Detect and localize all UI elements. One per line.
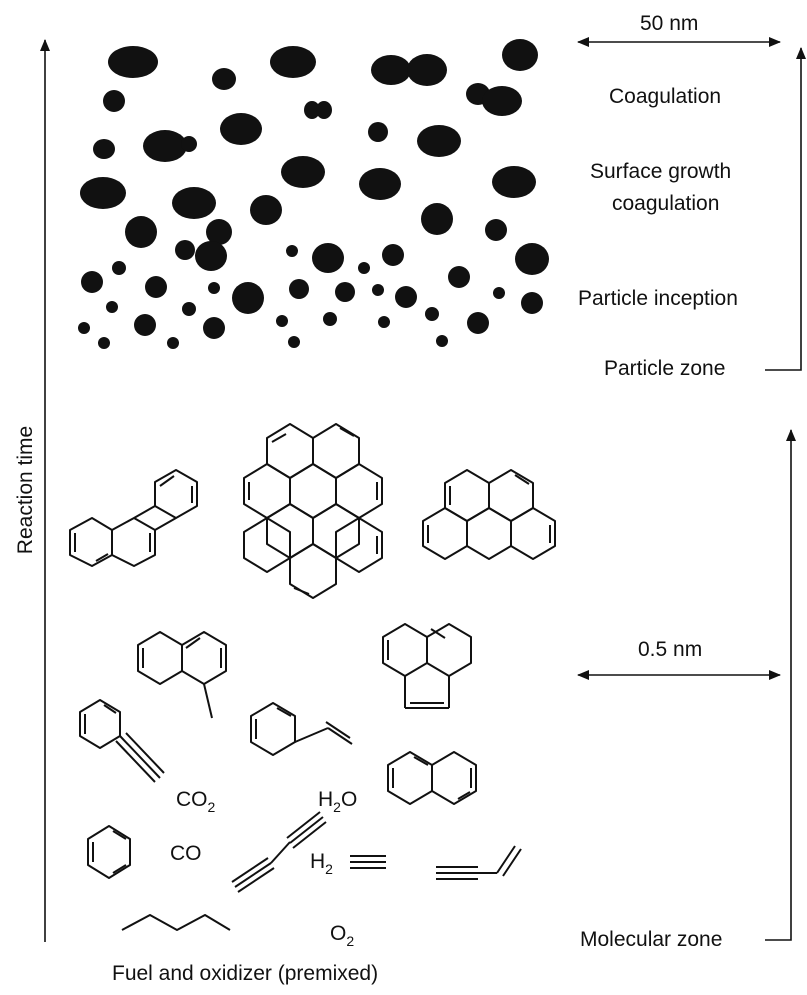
scale-label-large: 50 nm <box>640 12 698 35</box>
co2-label: CO2 <box>176 788 216 815</box>
h2-label: H2 <box>310 850 333 877</box>
soot-particle <box>182 302 196 316</box>
soot-particle <box>220 113 262 145</box>
soot-particle <box>359 168 401 200</box>
vinylacetylene-structure <box>436 845 522 880</box>
particle-zone-bracket <box>765 47 806 371</box>
soot-particle <box>270 46 316 78</box>
soot-particle <box>371 55 411 85</box>
soot-particle <box>195 241 227 271</box>
soot-particle <box>78 322 90 334</box>
fuel-oxidizer-label: Fuel and oxidizer (premixed) <box>112 962 378 985</box>
soot-particle <box>108 46 158 78</box>
soot-particle <box>212 68 236 90</box>
soot-particle <box>106 301 118 313</box>
soot-particle <box>208 282 220 294</box>
soot-particle <box>304 101 320 119</box>
co-label: CO <box>170 842 202 865</box>
soot-particles <box>78 39 549 349</box>
pyrene-structure <box>422 469 556 560</box>
soot-particle <box>203 317 225 339</box>
soot-particle <box>232 282 264 314</box>
soot-particle <box>80 177 126 209</box>
soot-particle <box>289 279 309 299</box>
soot-particle <box>112 261 126 275</box>
soot-particle <box>286 245 298 257</box>
soot-particle <box>167 337 179 349</box>
soot-particle <box>93 139 115 159</box>
soot-particle <box>436 335 448 347</box>
soot-particle <box>288 336 300 348</box>
acetylene-structure <box>350 855 386 869</box>
particle-zone-label: Particle zone <box>604 357 725 380</box>
h2o-label: H2O <box>318 788 357 815</box>
soot-particle <box>181 136 197 152</box>
styrene-structure <box>250 702 353 756</box>
soot-particle <box>175 240 195 260</box>
soot-particle <box>276 315 288 327</box>
soot-particle <box>482 86 522 116</box>
soot-particle <box>323 312 337 326</box>
surface-growth-label-2: coagulation <box>612 192 719 215</box>
pentane-structure <box>121 914 231 931</box>
soot-particle <box>134 314 156 336</box>
naphthalene-structure <box>387 751 477 805</box>
soot-particle <box>312 243 344 273</box>
soot-particle <box>378 316 390 328</box>
soot-particle <box>143 130 187 162</box>
soot-particle <box>521 292 543 314</box>
soot-particle <box>395 286 417 308</box>
soot-particle <box>448 266 470 288</box>
soot-particle <box>421 203 453 235</box>
soot-particle <box>335 282 355 302</box>
phenanthrene-structure <box>69 469 198 567</box>
soot-particle <box>250 195 282 225</box>
soot-particle <box>515 243 549 275</box>
acenaphthylene-structure <box>382 623 472 709</box>
surface-growth-label: Surface growth <box>590 160 731 183</box>
soot-particle <box>98 337 110 349</box>
soot-particle <box>281 156 325 188</box>
soot-particle <box>81 271 103 293</box>
soot-particle <box>485 219 507 241</box>
soot-particle <box>358 262 370 274</box>
soot-particle <box>467 312 489 334</box>
methylnaphthalene-structure <box>137 631 227 719</box>
benzene-structure <box>87 825 131 879</box>
soot-particle <box>145 276 167 298</box>
soot-particle <box>382 244 404 266</box>
soot-particle <box>502 39 538 71</box>
soot-particle <box>425 307 439 321</box>
molecular-zone-label: Molecular zone <box>580 928 722 951</box>
soot-particle <box>125 216 157 248</box>
soot-particle <box>316 101 332 119</box>
reaction-time-label: Reaction time <box>14 426 37 554</box>
soot-particle <box>368 122 388 142</box>
scale-label-small: 0.5 nm <box>638 638 702 661</box>
soot-particle <box>417 125 461 157</box>
o2-label: O2 <box>330 922 354 949</box>
coronene-structure <box>243 423 383 599</box>
soot-particle <box>407 54 447 86</box>
soot-particle <box>172 187 216 219</box>
diacetylene-structure <box>231 811 327 893</box>
soot-particle <box>493 287 505 299</box>
phenylacetylene-structure <box>79 699 165 783</box>
molecular-zone-bracket <box>765 429 796 941</box>
soot-particle <box>492 166 536 198</box>
soot-particle <box>372 284 384 296</box>
soot-particle <box>103 90 125 112</box>
soot-particle <box>206 219 232 245</box>
coagulation-label: Coagulation <box>609 85 721 108</box>
particle-inception-label: Particle inception <box>578 287 738 310</box>
